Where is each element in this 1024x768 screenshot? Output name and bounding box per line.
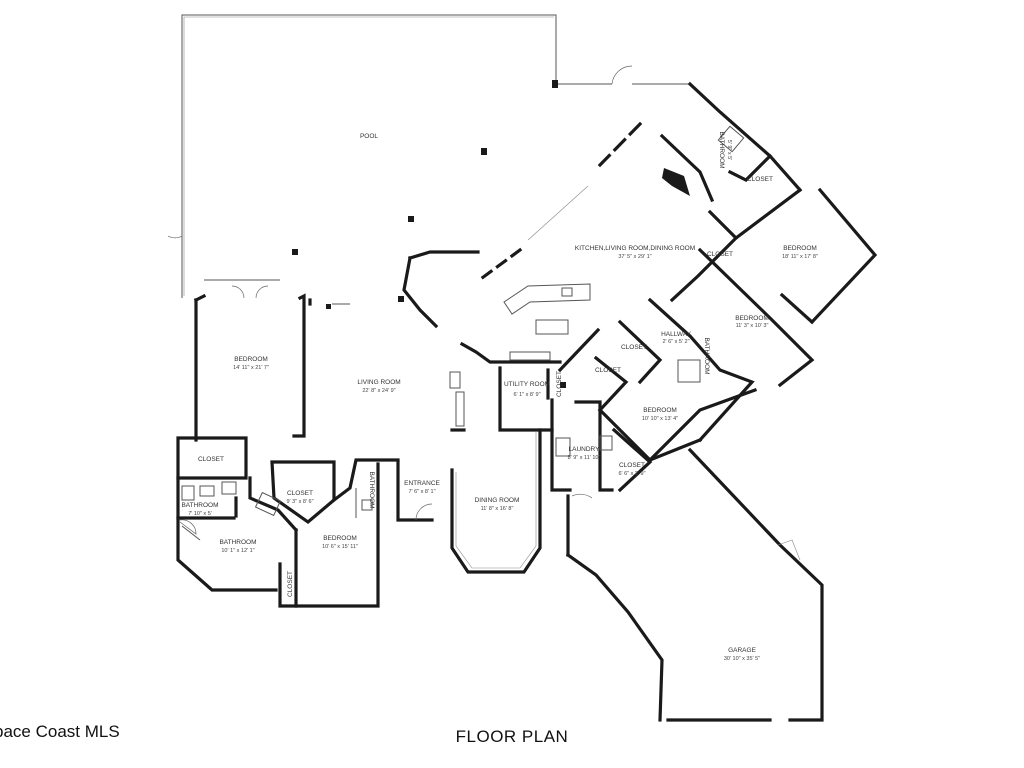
room-dim-bedroom-e: 11' 3" x 10' 3" bbox=[736, 323, 769, 329]
room-label-bedroom-sw: BEDROOM bbox=[323, 535, 357, 542]
room-label-closet-b: CLOSET bbox=[707, 251, 733, 258]
room-dim-bedroom-sw: 10' 6" x 15' 11" bbox=[322, 544, 358, 550]
walls bbox=[176, 81, 878, 722]
room-dim-bedroom-w: 14' 11" x 21' 7" bbox=[233, 365, 269, 371]
room-label-closet-se: CLOSET bbox=[619, 462, 645, 469]
room-labels: POOL KITCHEN,LIVING ROOM,DINING ROOM 37'… bbox=[181, 131, 818, 662]
room-label-living-room: LIVING ROOM bbox=[357, 379, 400, 386]
room-label-garage: GARAGE bbox=[728, 647, 756, 654]
room-label-closet-utility: CLOSET bbox=[556, 371, 563, 397]
room-label-bathroom-w: BATHROOM bbox=[219, 539, 256, 546]
room-label-closet-w: CLOSET bbox=[198, 456, 224, 463]
room-label-dining-room: DINING ROOM bbox=[475, 497, 520, 504]
room-label-closet-a: CLOSET bbox=[747, 176, 773, 183]
kitchen-fixtures bbox=[181, 283, 613, 517]
room-dim-closet-se: 6' 6" x 2' 9" bbox=[618, 471, 645, 477]
room-label-closet-mid: CLOSET bbox=[287, 490, 313, 497]
room-dim-laundry: 8' 9" x 11' 10" bbox=[568, 455, 601, 461]
room-dim-garage: 30' 10" x 35' 5" bbox=[724, 656, 760, 662]
structural-posts bbox=[292, 80, 690, 388]
room-dim-closet-mid: 9' 3" x 8' 6" bbox=[286, 499, 313, 505]
room-label-bedroom-ne: BEDROOM bbox=[783, 245, 817, 252]
room-label-bathroom-w-small: BATHROOM bbox=[181, 502, 218, 509]
floor-plan-title: FLOOR PLAN bbox=[455, 727, 569, 746]
room-label-bathroom-sw: BATHROOM bbox=[368, 471, 375, 508]
room-dim-entrance: 7' 6" x 8' 1" bbox=[408, 489, 435, 495]
room-label-bathroom-e: BATHROOM bbox=[703, 337, 710, 374]
room-dim-bathroom-w: 10' 1" x 12' 1" bbox=[221, 548, 254, 554]
room-dim-dining-room: 11' 8" x 16' 8" bbox=[481, 506, 514, 512]
room-label-closet-c: CLOSET bbox=[621, 344, 647, 351]
pool-deck-outline bbox=[167, 14, 690, 298]
room-dim-bathroom-ne: 5' 9" x 5' bbox=[726, 140, 732, 161]
room-dim-utility: 6' 1" x 8' 9" bbox=[513, 392, 540, 398]
room-label-hallway: HALLWAY bbox=[661, 331, 692, 338]
room-label-closet-d: CLOSET bbox=[595, 367, 621, 374]
room-label-bathroom-ne: BATHROOM bbox=[718, 131, 725, 168]
room-label-bedroom-w: BEDROOM bbox=[234, 356, 268, 363]
room-dim-kitchen-living-dining: 37' 5" x 29' 1" bbox=[618, 254, 651, 260]
room-label-bedroom-se: BEDROOM bbox=[643, 407, 677, 414]
room-label-utility: UTILITY ROOM bbox=[504, 381, 550, 388]
room-label-laundry: LAUNDRY bbox=[569, 446, 601, 453]
room-dim-bedroom-se: 10' 10" x 13' 4" bbox=[642, 416, 678, 422]
mls-credit: pace Coast MLS bbox=[0, 722, 120, 741]
room-dim-bedroom-ne: 18' 11" x 17' 8" bbox=[782, 254, 818, 260]
room-label-entrance: ENTRANCE bbox=[404, 480, 440, 487]
room-label-kitchen-living-dining: KITCHEN,LIVING ROOM,DINING ROOM bbox=[575, 245, 695, 252]
room-dim-hallway: 2' 6" x 5' 2" bbox=[662, 339, 689, 345]
room-dim-living-room: 22' 8" x 24' 9" bbox=[362, 388, 395, 394]
room-label-pool: POOL bbox=[360, 133, 378, 140]
room-label-closet-sw: CLOSET bbox=[287, 571, 294, 597]
room-label-bedroom-e: BEDROOM bbox=[735, 315, 769, 322]
room-dim-bathroom-w-small: 7' 10" x 5' bbox=[188, 511, 212, 517]
